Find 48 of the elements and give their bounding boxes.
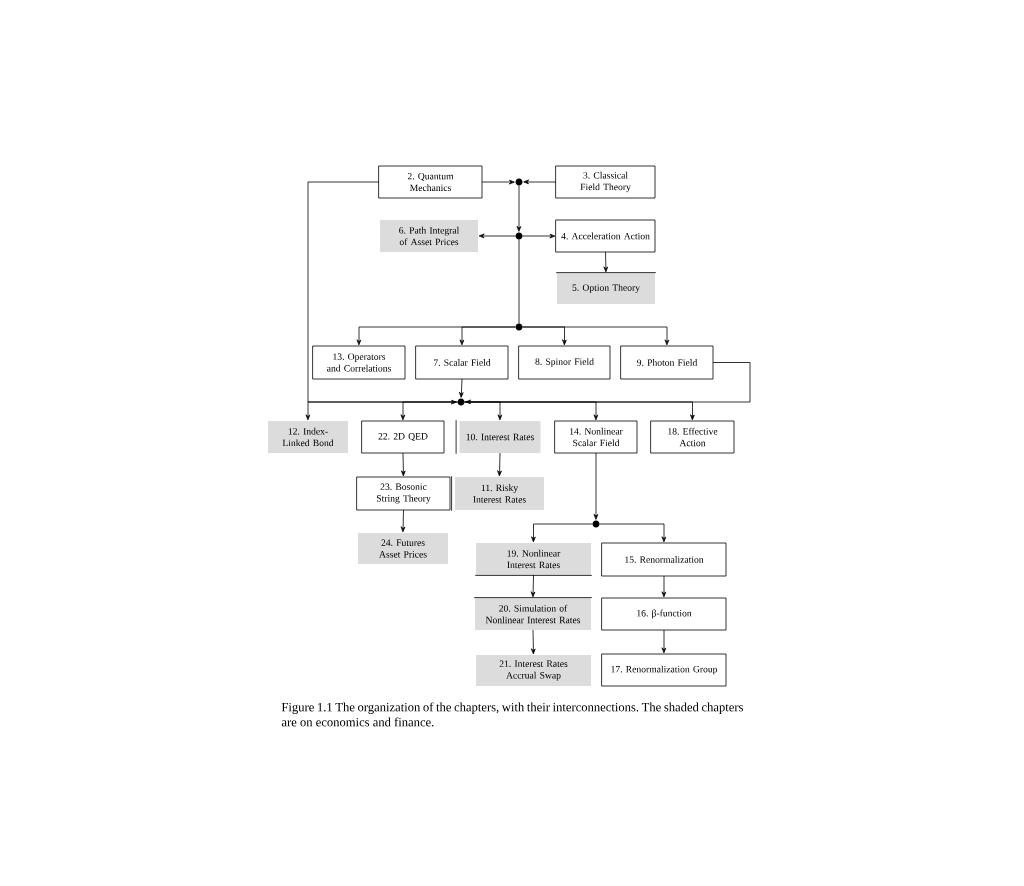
arrow	[523, 179, 556, 185]
chapter-box: 11. Risky Interest Rates	[455, 477, 544, 510]
chapter-box: 6. Path Integral of Asset Prices	[380, 220, 478, 252]
chapter-box: 2. Quantum Mechanics	[378, 165, 483, 199]
chapter-box: 20. Simulation of Nonlinear Interest Rates	[475, 598, 591, 630]
chapter-box: 21. Interest Rates Accrual Swap	[476, 655, 591, 686]
arrow	[661, 576, 667, 597]
chapter-box: 8. Spinor Field	[518, 345, 611, 380]
chapter-box: 9. Photon Field	[620, 345, 714, 380]
chapter-box: 4. Acceleration Action	[555, 219, 656, 253]
connector-line	[518, 239, 520, 324]
arrow	[661, 630, 667, 653]
arrow	[459, 326, 516, 345]
arrow	[522, 233, 555, 239]
arrow	[497, 453, 502, 476]
chapter-box: 22. 2D QED	[361, 420, 445, 454]
chapter-box: 7. Scalar Field	[415, 345, 509, 380]
chapter-box: 15. Renormalization	[601, 542, 727, 577]
arrow	[465, 362, 751, 405]
arrow	[530, 575, 536, 597]
chapter-box: 3. Classical Field Theory	[555, 165, 656, 199]
chapter-box: 13. Operators and Correlations	[312, 345, 406, 380]
arrow	[307, 181, 457, 405]
chapter-box: 24. Futures Asset Prices	[358, 533, 448, 564]
chapter-box: 16. β-function	[601, 597, 727, 631]
arrow	[400, 401, 458, 420]
chapter-box: 18. Effective Action	[650, 420, 735, 454]
arrow	[522, 326, 670, 345]
arrow	[603, 252, 609, 272]
arrow	[531, 523, 593, 542]
chapter-box: 19. Nonlinear Interest Rates	[476, 543, 591, 575]
chapter-box: 5. Option Theory	[557, 273, 655, 304]
figure-caption: Figure 1.1 The organization of the chapters, with their interconnections. The shaded chapters are on economics and finance.	[281, 702, 743, 727]
chapter-box: 12. Index-Linked Bond	[268, 421, 348, 453]
arrow	[464, 401, 695, 420]
chapter-box: 14. Nonlinear Scalar Field	[554, 420, 638, 454]
arrow	[516, 185, 522, 232]
chapter-box: 17. Renormalization Group	[601, 653, 727, 687]
chapter-box: 10. Interest Rates	[459, 421, 541, 453]
arrow	[479, 233, 516, 239]
chapter-box: 23. Bosonic String Theory	[356, 476, 451, 511]
arrow	[531, 630, 536, 654]
arrow	[599, 523, 667, 542]
arrow	[482, 179, 515, 185]
arrow	[593, 453, 599, 520]
arrow	[401, 453, 406, 476]
arrow	[400, 510, 406, 532]
arrow	[459, 379, 464, 398]
